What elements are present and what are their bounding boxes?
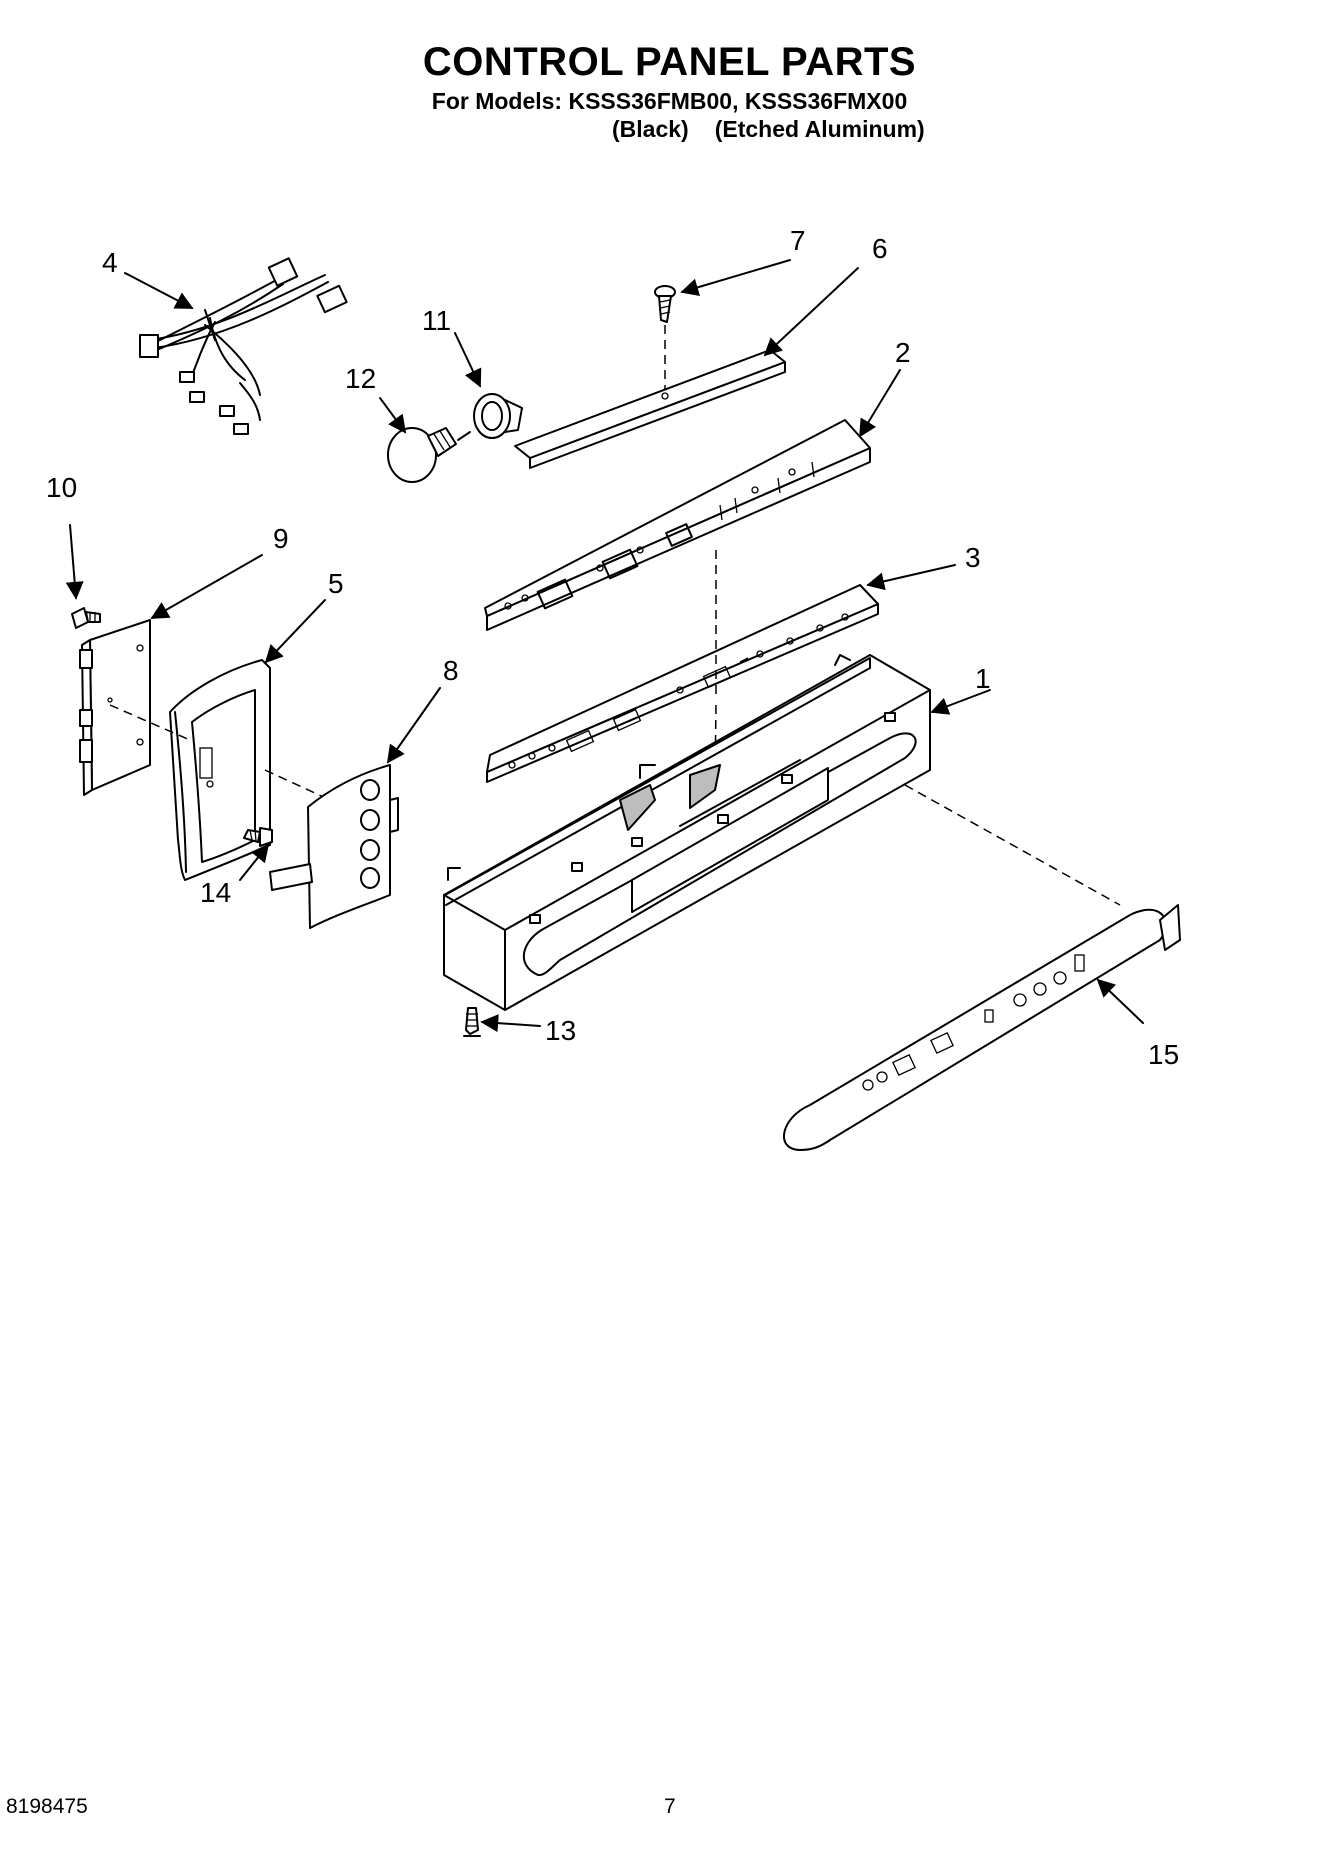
lamp-socket-part xyxy=(457,393,523,441)
callout-11: 11 xyxy=(422,305,451,336)
wire-harness-part xyxy=(139,257,348,435)
leader-lines xyxy=(65,259,1144,1033)
callout-6: 6 xyxy=(872,233,888,264)
callout-8: 8 xyxy=(443,655,459,686)
control-tray-part xyxy=(443,654,931,1011)
callout-5: 5 xyxy=(328,568,344,599)
model-variants: (Black) (Etched Aluminum) xyxy=(612,116,925,143)
callout-15: 15 xyxy=(1148,1039,1179,1070)
callout-2: 2 xyxy=(895,337,911,368)
variant-black: (Black) xyxy=(612,116,689,142)
page-title: CONTROL PANEL PARTS xyxy=(422,40,917,84)
callout-4: 4 xyxy=(102,247,118,278)
callout-9: 9 xyxy=(273,523,289,554)
control-housing-part xyxy=(484,419,871,631)
screw-part-7 xyxy=(654,285,676,395)
cover-plate-part xyxy=(514,349,786,469)
circuit-board-part xyxy=(486,584,879,783)
callout-14: 14 xyxy=(200,877,231,908)
bezel-part xyxy=(169,659,271,881)
screw-part-14 xyxy=(243,827,273,847)
screw-part-10 xyxy=(71,607,101,629)
callout-7: 7 xyxy=(790,225,806,256)
document-number: 8198475 xyxy=(6,1795,88,1818)
callout-3: 3 xyxy=(965,542,981,573)
front-panel-part xyxy=(783,904,1181,1151)
models-line: For Models: KSSS36FMB00, KSSS36FMX00 xyxy=(431,88,908,114)
page-number: 7 xyxy=(664,1795,676,1818)
overlay-part xyxy=(269,764,399,929)
callout-10: 10 xyxy=(46,472,77,503)
callout-13: 13 xyxy=(545,1015,576,1046)
control-board-part-9 xyxy=(79,619,151,796)
callout-12: 12 xyxy=(345,363,376,394)
callout-1: 1 xyxy=(975,663,991,694)
screw-part-13 xyxy=(463,1007,481,1037)
variant-aluminum: (Etched Aluminum) xyxy=(714,116,925,142)
light-bulb-part xyxy=(387,427,457,483)
